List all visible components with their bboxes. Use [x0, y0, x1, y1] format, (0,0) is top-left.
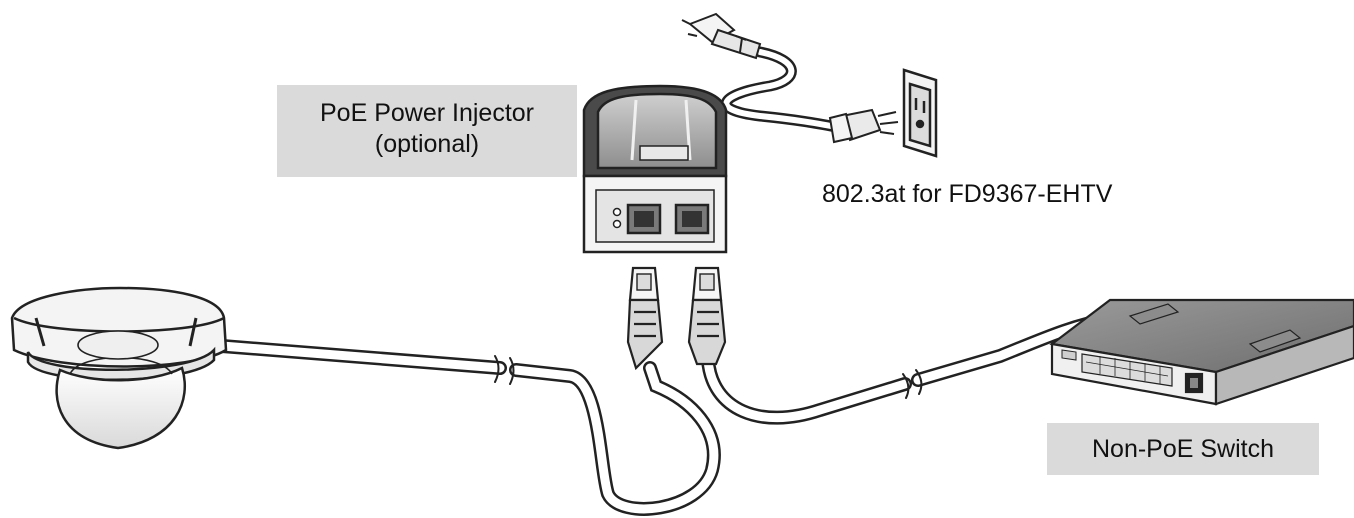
poe-injector-label-line2: (optional): [374, 130, 480, 158]
switch-label: Non-PoE Switch: [1047, 423, 1319, 475]
cable-camera-to-injector: [215, 339, 721, 516]
power-cord-icon: [681, 12, 899, 144]
poe-injector-label: PoE Power Injector (optional): [277, 85, 577, 177]
network-switch-icon: [1049, 298, 1354, 406]
power-cord: [720, 46, 848, 134]
standard-note: 802.3at for FD9367-EHTV: [822, 180, 1113, 208]
dome-camera-icon: [10, 286, 228, 450]
rj45-connector-icon: [626, 266, 727, 371]
wall-outlet-icon: [902, 68, 938, 158]
switch-label-text: Non-PoE Switch: [1091, 435, 1275, 463]
poe-injector-icon: [582, 84, 728, 254]
poe-injector-label-line1: PoE Power Injector: [320, 99, 534, 127]
